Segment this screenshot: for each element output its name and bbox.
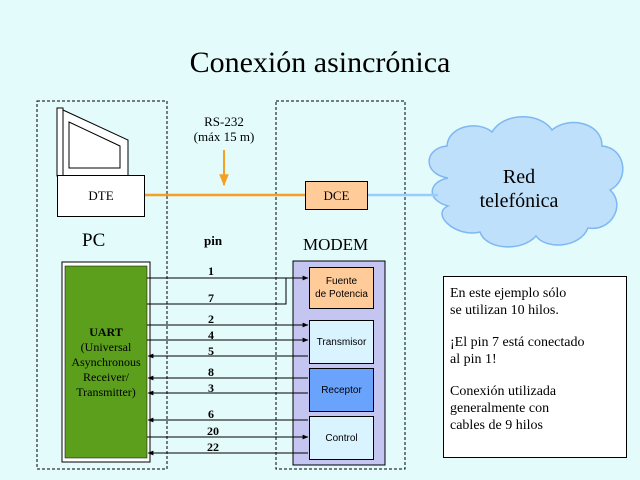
uart-block-fill <box>64 265 148 459</box>
note-paragraph: Conexión utilizada generalmente con cabl… <box>450 384 557 433</box>
dce-box: DCE <box>305 181 368 210</box>
dce-label: DCE <box>323 187 350 203</box>
page-title: Conexión asincrónica <box>189 46 451 79</box>
pin-number: 20 <box>207 424 219 438</box>
pin-number: 6 <box>208 407 214 421</box>
modem-boundary <box>275 100 406 470</box>
monitor-icon <box>56 107 129 177</box>
uart-line: Asynchronous <box>71 354 141 369</box>
power-supply-block: Fuente de Potencia <box>309 267 374 309</box>
signal-lines <box>147 275 309 456</box>
network-label-line1: Red <box>502 166 536 188</box>
pin-number: 5 <box>208 344 214 358</box>
note-paragraph: ¡El pin 7 está conectado al pin 1! <box>450 335 585 367</box>
power-supply-line1: Fuente <box>325 276 358 287</box>
control-label: Control <box>325 432 358 444</box>
modem-label: MODEM <box>303 235 369 254</box>
network-label-line2: telefónica <box>479 190 559 212</box>
uart-label: UART (Universal Asynchronous Receiver/ T… <box>66 320 146 404</box>
pin-number: 1 <box>208 264 214 278</box>
rs232-name: RS-232 <box>204 114 244 129</box>
receiver-block: Receptor <box>309 368 374 412</box>
receiver-label: Receptor <box>321 384 362 396</box>
pin-number: 22 <box>207 440 219 454</box>
transmitter-block: Transmisor <box>309 320 374 364</box>
pin-header: pin <box>204 233 223 248</box>
pin-number: 3 <box>208 381 214 395</box>
uart-line: Transmitter) <box>76 384 136 399</box>
pin-number: 7 <box>208 291 214 305</box>
pin-number: 4 <box>208 328 214 342</box>
pc-boundary <box>36 100 168 470</box>
pc-label: PC <box>82 230 106 251</box>
note-box: En este ejemplo sólo se utilizan 10 hilo… <box>443 276 627 458</box>
rs232-max-length: (máx 15 m) <box>193 129 255 144</box>
uart-line: Receiver/ <box>83 369 129 384</box>
dte-box: DTE <box>57 175 145 217</box>
uart-line: (Universal <box>80 339 132 354</box>
cloud-shape <box>428 116 624 248</box>
note-paragraph: En este ejemplo sólo se utilizan 10 hilo… <box>450 286 567 318</box>
pin-number: 2 <box>208 312 214 326</box>
network-label: Red telefónica <box>464 164 574 214</box>
power-supply-line2: de Potencia <box>315 289 368 300</box>
rs232-label: RS-232 (máx 15 m) <box>174 114 274 144</box>
pin-number: 8 <box>208 365 214 379</box>
uart-title: UART <box>89 324 123 339</box>
dte-label: DTE <box>88 188 114 203</box>
control-block: Control <box>309 416 374 460</box>
transmitter-label: Transmisor <box>316 336 367 348</box>
